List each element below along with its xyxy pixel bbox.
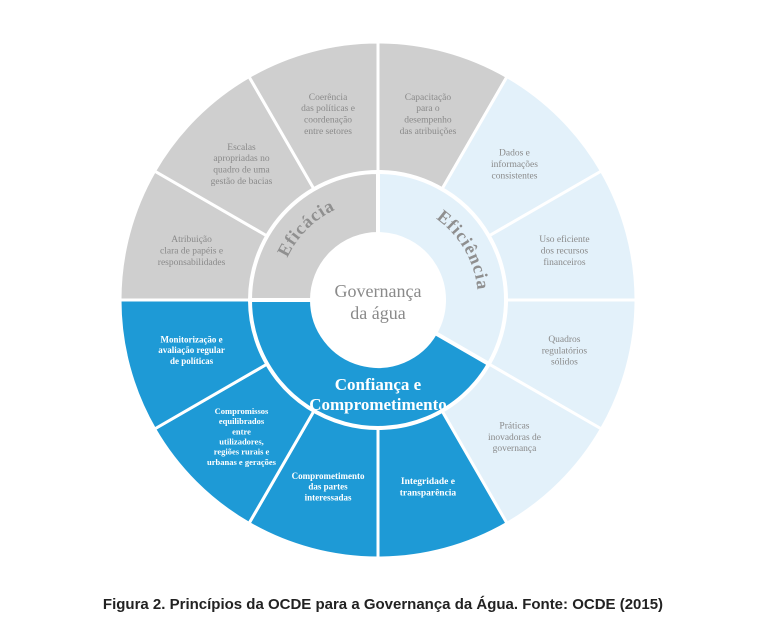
center-circle: [314, 236, 442, 364]
dimension-segment-eficiencia: [376, 169, 508, 367]
dimension-segment-eficacia: [247, 169, 380, 302]
dimension-segment-confianca: [247, 298, 492, 430]
figure-caption: Figura 2. Princípios da OCDE para a Gove…: [102, 596, 664, 613]
